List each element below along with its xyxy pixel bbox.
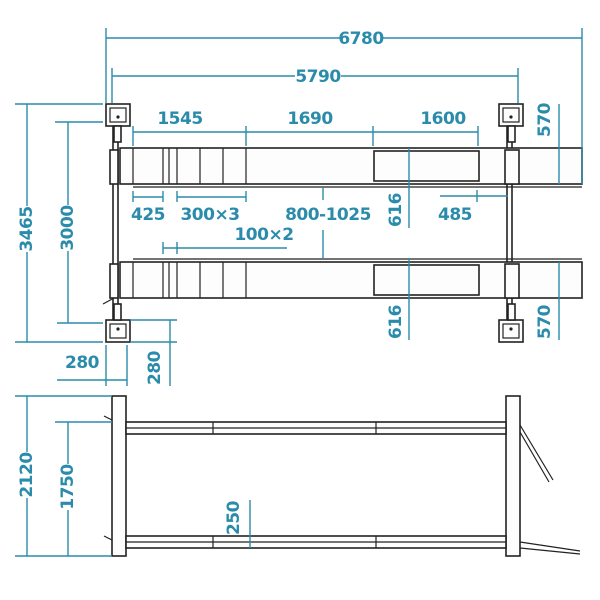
- carriage-ur: [504, 149, 520, 185]
- dim-plates: 300×3: [180, 205, 239, 225]
- dim-rear-offset: 485: [438, 205, 472, 225]
- carriage-ll: [109, 263, 119, 299]
- plan-dimension-labels: 6780 5790 1545 1690 1600 425 300×3 100×2…: [17, 28, 555, 385]
- lever-lowered: [103, 535, 113, 541]
- dim-section-1: 1545: [157, 109, 202, 129]
- dim-post-base-width: 280: [65, 353, 100, 373]
- dim-front-offset: 425: [131, 205, 165, 225]
- post-bottom-left: [105, 303, 131, 343]
- dim-plates-small: 100×2: [234, 225, 293, 245]
- post-bottom-right: [498, 303, 524, 343]
- post-top-right: [498, 103, 524, 143]
- dim-max-lift-height: 1750: [58, 464, 78, 510]
- dim-section-2: 1690: [287, 109, 333, 129]
- side-dimension-lines: [15, 395, 251, 557]
- rear-ramp: [519, 424, 581, 555]
- slip-plate-lower: [373, 264, 480, 296]
- platform-ticks: [212, 422, 377, 548]
- dim-slip-plate-lower: 616: [386, 305, 406, 339]
- dim-runway-width-upper: 570: [535, 102, 555, 137]
- side-view: [103, 395, 581, 557]
- dim-min-height: 250: [224, 500, 244, 535]
- side-post-left: [111, 395, 127, 557]
- dim-slip-plate-upper: 616: [386, 193, 406, 227]
- dim-post-spacing-length: 5790: [295, 67, 341, 87]
- side-dimension-labels: 2120 1750 250: [17, 452, 244, 535]
- dim-overall-width: 3465: [17, 206, 37, 251]
- side-post-right: [505, 395, 521, 557]
- carriage-ul: [109, 149, 119, 185]
- dim-runway-width-lower: 570: [535, 304, 555, 339]
- dim-post-spacing-width: 3000: [58, 205, 78, 251]
- dim-post-base-depth: 280: [145, 350, 165, 385]
- dim-section-3: 1600: [420, 109, 466, 129]
- carriage-lr: [504, 263, 520, 299]
- dim-overall-height: 2120: [17, 452, 37, 498]
- post-top-left: [105, 103, 131, 143]
- control-lever: [102, 297, 115, 305]
- lever-raised: [103, 415, 113, 421]
- runway-plate-lines: [132, 148, 582, 298]
- dim-overall-length: 6780: [338, 29, 384, 49]
- dim-runway-gap: 800-1025: [285, 205, 371, 225]
- slip-plate-upper: [373, 150, 480, 182]
- plan-view: [102, 103, 583, 343]
